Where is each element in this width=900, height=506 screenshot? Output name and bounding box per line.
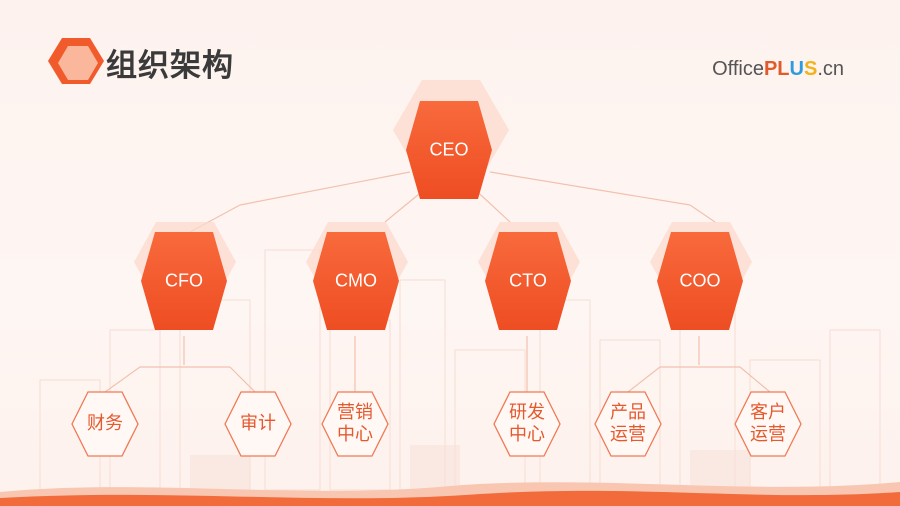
leaf-marketing-line2: 中心 [337, 424, 373, 445]
leaf-label-rnd: 研发中心 [497, 402, 557, 446]
cto-label: CTO [509, 270, 547, 291]
brand-pl: PL [763, 58, 790, 80]
leaf-product-line1: 产品 [610, 402, 646, 423]
leaf-hex-marketing [321, 391, 389, 457]
leaf-audit-line1: 审计 [240, 413, 276, 434]
brand-prefix: Office [712, 58, 764, 80]
leaf-hex-audit [224, 391, 292, 457]
leaf-label-product: 产品运营 [598, 402, 658, 446]
leaf-rnd-line1: 研发 [509, 402, 545, 423]
leaf-label-audit: 审计 [228, 413, 288, 435]
leaf-label-marketing: 营销中心 [325, 402, 385, 446]
leaf-hex-customer [734, 391, 802, 457]
leaf-hex-product [594, 391, 662, 457]
brand-u: U [789, 58, 804, 80]
leaf-finance-line1: 财务 [87, 413, 123, 434]
cfo-node [134, 222, 236, 330]
leaf-marketing-line1: 营销 [337, 402, 373, 423]
cmo-label: CMO [335, 270, 377, 291]
cfo-label: CFO [165, 270, 203, 291]
leaf-label-customer: 客户运营 [738, 402, 798, 446]
brand-suffix: .cn [817, 58, 844, 80]
page-title: 组织架构 [106, 48, 234, 84]
leaf-hex-rnd [493, 391, 561, 457]
leaf-product-line2: 运营 [610, 424, 646, 445]
brand-logo: OfficePLUS.cn [712, 58, 844, 81]
ceo-label: CEO [429, 139, 469, 160]
cto-node [478, 222, 580, 330]
brand-s: S [803, 58, 818, 80]
coo-label: COO [679, 270, 721, 291]
coo-node [650, 222, 752, 330]
leaf-customer-line1: 客户 [750, 402, 786, 423]
leaf-customer-line2: 运营 [750, 424, 786, 445]
cmo-node [306, 222, 408, 330]
leaf-label-finance: 财务 [75, 413, 135, 435]
leaf-hex-finance [71, 391, 139, 457]
ceo-hex [406, 101, 492, 199]
logo-hexagon-icon [48, 38, 104, 84]
leaf-rnd-line2: 中心 [509, 424, 545, 445]
